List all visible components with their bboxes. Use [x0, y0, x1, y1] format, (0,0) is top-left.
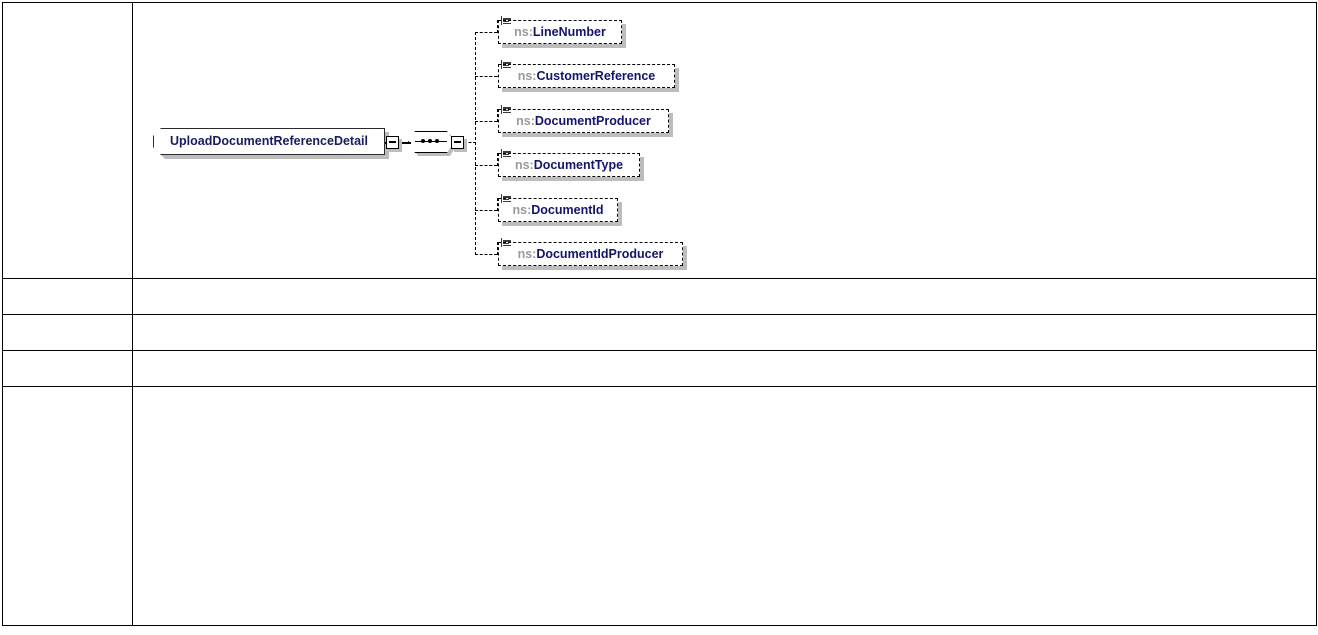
child-element-label: ns:DocumentId — [498, 198, 618, 222]
element-name: DocumentId — [531, 203, 604, 217]
child-element-document-type[interactable]: ns:DocumentType — [498, 148, 644, 181]
element-icon — [501, 59, 512, 70]
branch-stub-3 — [497, 153, 498, 166]
table-row-3 — [2, 350, 1317, 387]
tree-trunk-line — [475, 32, 476, 255]
element-icon — [501, 15, 512, 26]
branch-line-5 — [475, 254, 497, 255]
wire-sequence-to-trunk — [464, 142, 476, 143]
table-cell-label-2 — [2, 314, 133, 351]
branch-stub-0 — [497, 20, 498, 33]
child-element-document-producer[interactable]: ns:DocumentProducer — [498, 104, 673, 137]
table-row-diagram: UploadDocumentReferenceDetail — [2, 2, 1317, 279]
sequence-compositor-node[interactable] — [408, 131, 456, 155]
xsd-diagram-canvas: UploadDocumentReferenceDetail — [133, 3, 1316, 277]
table-cell-content-1 — [132, 278, 1317, 315]
child-element-label: ns:DocumentType — [498, 153, 640, 177]
element-name: DocumentIdProducer — [536, 247, 664, 261]
root-element-label: UploadDocumentReferenceDetail — [170, 134, 368, 148]
element-name: LineNumber — [532, 25, 606, 39]
branch-line-1 — [475, 76, 497, 77]
branch-stub-2 — [497, 109, 498, 122]
root-node-shape — [153, 128, 385, 155]
sequence-dots-icon — [421, 138, 439, 143]
namespace-prefix: ns: — [517, 69, 537, 83]
child-node-box — [498, 20, 622, 44]
child-element-label: ns:CustomerReference — [498, 64, 675, 88]
table-row-2 — [2, 314, 1317, 351]
element-icon — [501, 104, 512, 115]
child-node-box — [498, 198, 618, 222]
table-cell-label-0 — [2, 2, 133, 279]
child-element-document-id[interactable]: ns:DocumentId — [498, 193, 622, 226]
table-cell-content-3 — [132, 350, 1317, 387]
sequence-collapse-toggle[interactable] — [451, 136, 464, 149]
branch-stub-4 — [497, 198, 498, 211]
child-node-box — [498, 64, 675, 88]
element-icon — [501, 237, 512, 248]
child-element-label: ns:LineNumber — [498, 20, 622, 44]
element-name: CustomerReference — [536, 69, 656, 83]
root-collapse-toggle[interactable] — [386, 136, 399, 149]
table-cell-label-1 — [2, 278, 133, 315]
child-element-document-id-producer[interactable]: ns:DocumentIdProducer — [498, 237, 687, 270]
table-cell-content-2 — [132, 314, 1317, 351]
child-element-label: ns:DocumentIdProducer — [498, 242, 683, 266]
branch-line-0 — [475, 32, 497, 33]
branch-line-4 — [475, 210, 497, 211]
table-cell-label-3 — [2, 350, 133, 387]
namespace-prefix: ns: — [514, 158, 534, 172]
table-row-1 — [2, 278, 1317, 315]
child-node-box — [498, 109, 669, 133]
table-cell-content-4 — [132, 386, 1317, 626]
branch-stub-5 — [497, 242, 498, 255]
child-node-box — [498, 242, 683, 266]
namespace-prefix: ns: — [517, 247, 537, 261]
branch-line-3 — [475, 165, 497, 166]
wire-toggle-to-sequence — [399, 142, 411, 144]
namespace-prefix: ns: — [512, 203, 532, 217]
table-row-4 — [2, 386, 1317, 626]
namespace-prefix: ns: — [514, 25, 533, 39]
child-element-customer-reference[interactable]: ns:CustomerReference — [498, 59, 679, 92]
table-cell-diagram: UploadDocumentReferenceDetail — [132, 2, 1317, 279]
element-icon — [501, 193, 512, 204]
element-name: DocumentType — [533, 158, 624, 172]
table-cell-label-4 — [2, 386, 133, 626]
branch-stub-1 — [497, 76, 498, 77]
element-icon — [501, 148, 512, 159]
root-element-node[interactable]: UploadDocumentReferenceDetail — [153, 128, 387, 157]
child-element-line-number[interactable]: ns:LineNumber — [498, 15, 626, 48]
namespace-prefix: ns: — [516, 114, 535, 128]
child-element-label: ns:DocumentProducer — [498, 109, 669, 133]
element-name: DocumentProducer — [534, 114, 651, 128]
child-node-box — [498, 153, 640, 177]
branch-line-2 — [475, 121, 497, 122]
